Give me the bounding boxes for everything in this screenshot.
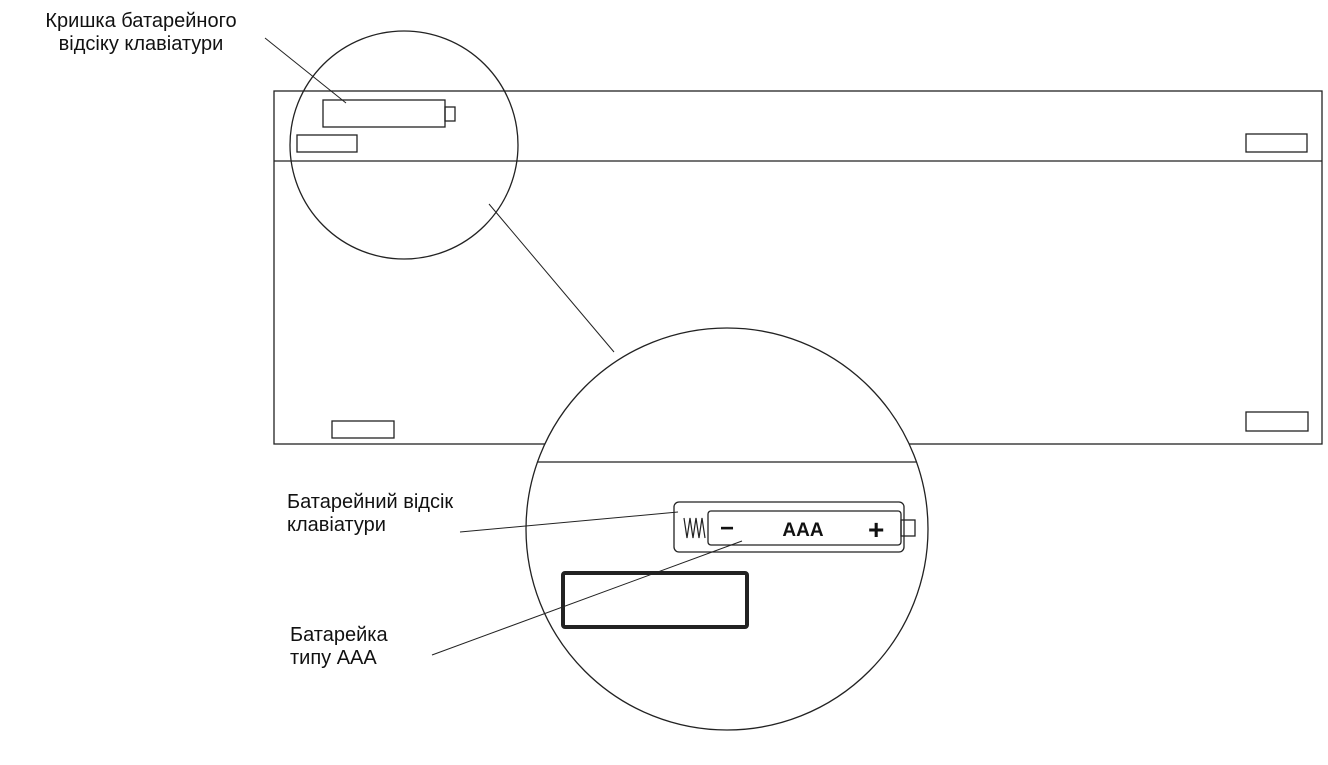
leader-line-cover: [264, 37, 347, 104]
battery-plus-mark: +: [868, 514, 884, 545]
zoom-circle-small: [289, 30, 519, 260]
battery-compartment: [673, 501, 905, 553]
leader-line-compartment: [459, 511, 679, 533]
label-aaa-battery-line1: Батарейка: [290, 624, 388, 646]
zoom-plate: [561, 571, 749, 629]
keyboard-foot-top-right: [1245, 133, 1308, 153]
label-aaa-battery-line2: типу ААА: [290, 647, 377, 669]
label-battery-compartment-line2: клавіатури: [287, 514, 386, 536]
zoom-circle-large: [525, 327, 929, 731]
keyboard-foot-top-left: [296, 134, 358, 153]
leader-line-battery: [431, 540, 743, 656]
spring-contact-icon: [683, 517, 706, 539]
label-battery-cover: Кришка батарейного відсіку клавіатури: [6, 10, 276, 56]
battery-minus-mark: −: [720, 515, 734, 542]
keyboard-foot-bottom-left: [331, 420, 395, 439]
battery-terminal: [900, 519, 916, 537]
label-battery-compartment: Батарейний відсік клавіатури: [287, 491, 547, 537]
keyboard-foot-bottom-right: [1245, 411, 1309, 432]
label-battery-cover-line1: Кришка батарейного: [45, 10, 237, 32]
label-aaa-battery: Батарейка типу ААА: [290, 624, 490, 670]
label-battery-compartment-line1: Батарейний відсік: [287, 491, 454, 513]
label-battery-cover-line2: відсіку клавіатури: [58, 33, 224, 55]
battery-type-mark: AAA: [782, 520, 823, 541]
battery-cover-shape: [322, 99, 456, 128]
zoom-connector-line: [488, 203, 615, 353]
